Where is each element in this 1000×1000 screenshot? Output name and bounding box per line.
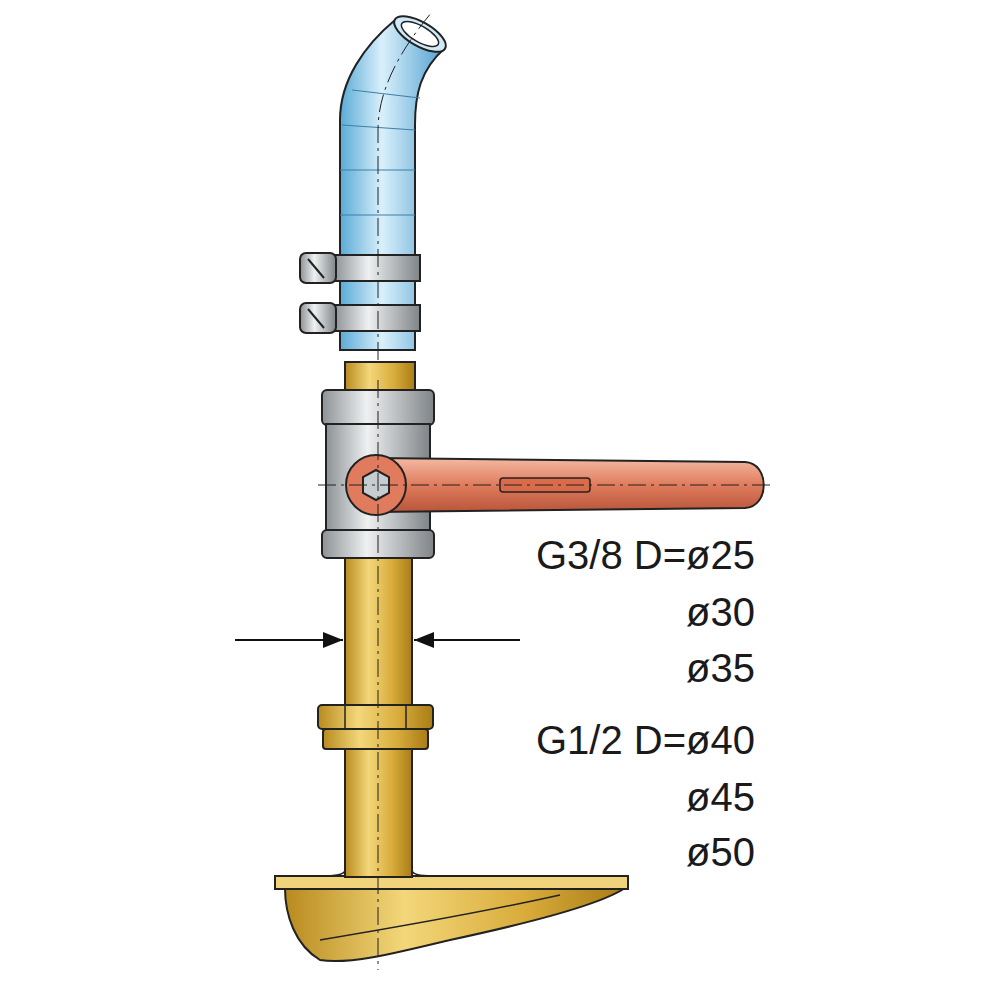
dimension-label: ø30 <box>686 590 755 634</box>
dimension-label: ø35 <box>686 646 755 690</box>
center-line <box>318 12 775 970</box>
hex-nut <box>318 705 433 749</box>
dimension-label: G3/8 D=ø25 <box>536 533 755 577</box>
hull-strainer <box>275 876 628 961</box>
dimension-label: ø50 <box>686 830 755 874</box>
dimension-label: ø45 <box>686 775 755 819</box>
hose <box>340 9 451 350</box>
dimension-label: G1/2 D=ø40 <box>536 718 755 762</box>
hose-clamp <box>300 253 420 333</box>
